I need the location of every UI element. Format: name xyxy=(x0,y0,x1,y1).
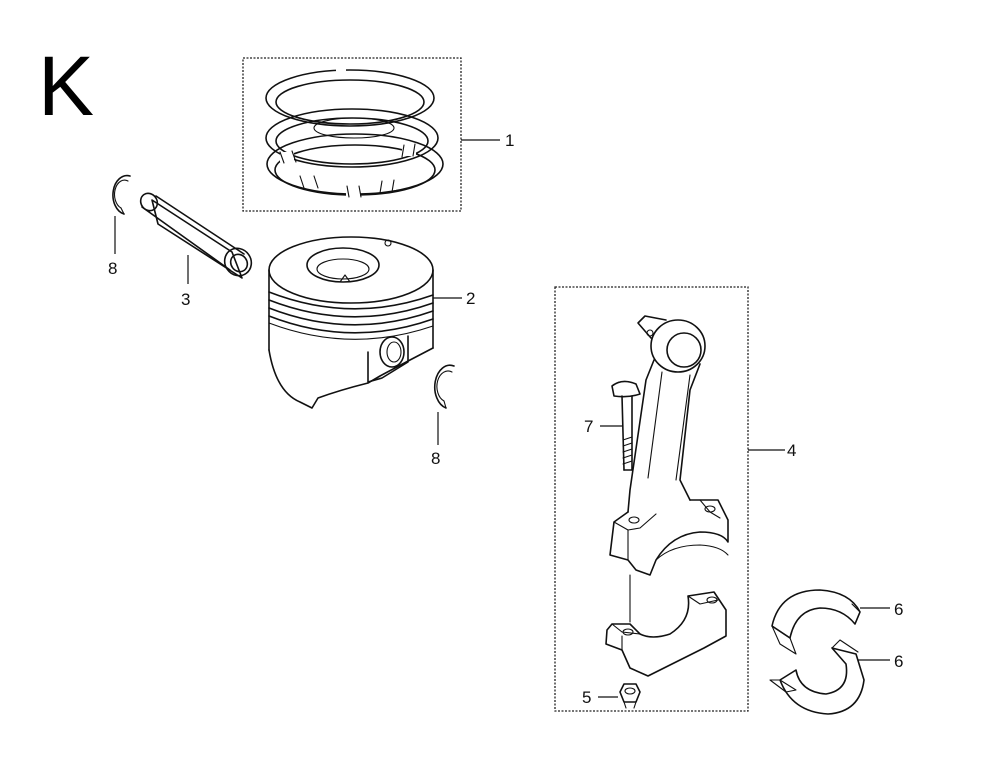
rod-bearing-upper[interactable] xyxy=(771,589,861,655)
callout-5: 5 xyxy=(582,688,591,707)
piston-pin-clip-right[interactable] xyxy=(434,364,455,409)
callout-6-lower: 6 xyxy=(894,652,903,671)
piston-pin-clip-left[interactable] xyxy=(112,174,131,215)
callout-4: 4 xyxy=(787,441,796,460)
piston-ring-set[interactable] xyxy=(0,0,462,212)
callout-8-left: 8 xyxy=(108,259,117,278)
callout-8-right: 8 xyxy=(431,449,440,468)
rod-bearing-lower[interactable] xyxy=(769,639,865,715)
callout-7: 7 xyxy=(584,417,593,436)
callout-1: 1 xyxy=(505,131,514,150)
sheet-letter: K xyxy=(38,39,94,133)
rod-bolt[interactable] xyxy=(611,380,641,471)
ring-set-frame xyxy=(242,57,462,212)
callout-3: 3 xyxy=(181,290,190,309)
rod-assembly-frame xyxy=(554,286,749,712)
connecting-rod-assembly[interactable] xyxy=(554,286,749,712)
piston-pin[interactable] xyxy=(137,190,256,281)
rod-nut[interactable] xyxy=(619,683,641,709)
piston[interactable] xyxy=(268,236,434,409)
callout-2: 2 xyxy=(466,289,475,308)
callout-6-upper: 6 xyxy=(894,600,903,619)
